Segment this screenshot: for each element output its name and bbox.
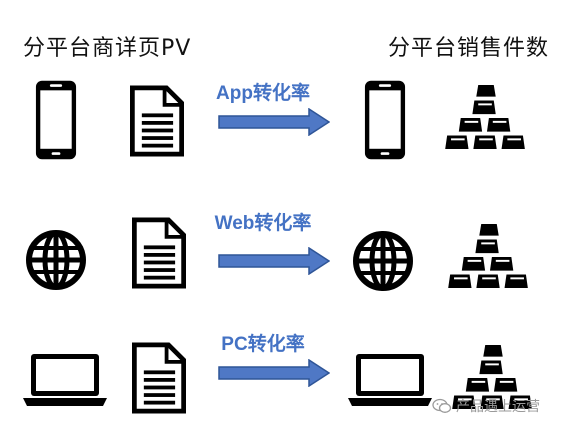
laptop-icon xyxy=(348,352,432,408)
web-conversion-label: Web转化率 xyxy=(214,213,312,234)
arrow-icon xyxy=(218,247,330,275)
document-icon xyxy=(130,217,188,289)
gold-bars-icon xyxy=(448,222,530,290)
watermark: 产品遇上运营 xyxy=(432,394,562,418)
arrow-icon xyxy=(218,108,330,136)
gold-bars-icon xyxy=(445,83,527,151)
arrow-icon xyxy=(218,359,330,387)
phone-icon xyxy=(34,79,78,161)
app-conversion-label: App转化率 xyxy=(216,83,310,104)
globe-icon xyxy=(25,229,87,291)
watermark-text: 产品遇上运营 xyxy=(456,399,540,415)
right-header: 分平台销售件数 xyxy=(388,36,550,61)
phone-icon xyxy=(363,79,407,161)
laptop-icon xyxy=(23,352,107,408)
left-header: 分平台商详页PV xyxy=(23,36,192,61)
document-icon xyxy=(130,342,188,414)
wechat-icon xyxy=(432,398,452,413)
globe-icon xyxy=(352,230,414,292)
document-icon xyxy=(128,85,186,157)
pc-conversion-label: PC转化率 xyxy=(221,334,305,355)
